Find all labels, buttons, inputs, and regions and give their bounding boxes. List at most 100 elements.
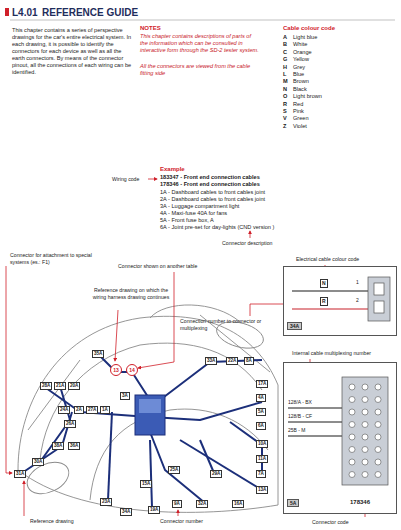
- wiring-code: 183347 - Front end connection cables: [160, 174, 260, 181]
- colour-name: Light blue: [293, 34, 317, 41]
- colour-name: Brown: [293, 78, 309, 85]
- colour-name: Orange: [293, 49, 312, 56]
- callout-number: 9A: [172, 500, 182, 508]
- annotation: Connector number: [160, 518, 203, 525]
- example-heading: Example: [160, 166, 185, 174]
- wire-colour: R: [320, 297, 328, 306]
- annotation: Connector for attachment to special syst…: [10, 252, 110, 265]
- colour-name: Violet: [293, 123, 307, 130]
- colour-name: Black: [293, 86, 307, 93]
- colour-letter: M: [283, 78, 288, 85]
- colour-letter: V: [283, 115, 287, 122]
- wire-colour: N: [320, 279, 328, 288]
- wiring-code: 178346 - Front end connection cables: [160, 181, 260, 188]
- colour-letter: N: [283, 86, 287, 93]
- colour-letter: H: [283, 64, 287, 71]
- callout-number: 8A: [244, 357, 254, 365]
- pin-number: 2: [356, 297, 359, 303]
- annotation: Connector code: [312, 519, 349, 526]
- colour-letter: O: [283, 93, 287, 100]
- colour-name: Red: [293, 101, 303, 108]
- colour-name: White: [293, 41, 307, 48]
- annotation: Connection number to connector or multip…: [180, 318, 280, 331]
- colour-name: Light brown: [293, 93, 322, 100]
- connector-description: 6A - Joint pre-set for day-lights (CND v…: [160, 224, 274, 231]
- annotation: Wiring code: [112, 176, 139, 183]
- callout-number: 7A: [256, 470, 266, 478]
- colour-letter: Z: [283, 123, 286, 130]
- colour-letter: C: [283, 49, 287, 56]
- annotation: Reference drawing on which the wiring ha…: [90, 287, 172, 300]
- wiring-harness: [22, 354, 262, 508]
- callout-number: 32A: [196, 500, 208, 508]
- colour-name: Yellow: [293, 56, 309, 63]
- callout-number: 33A: [205, 357, 217, 365]
- colour-letter: B: [283, 41, 287, 48]
- reference-circle: 13: [110, 364, 122, 376]
- callout-number: 28A: [40, 382, 52, 390]
- callout-number: 15A: [140, 480, 152, 488]
- connector-description: 3A - Luggage compartment light: [160, 203, 239, 210]
- callout-number: 3A: [120, 392, 130, 400]
- callout-number: 13A: [256, 486, 268, 494]
- reference-circle: 14: [126, 364, 138, 376]
- note-text: All the connectors are viewed from the c…: [140, 63, 260, 77]
- header-rule: [10, 20, 395, 21]
- annotation: Connector description: [222, 240, 272, 247]
- callout-number: 20A: [68, 382, 80, 390]
- reference-tag: 5A: [287, 499, 299, 507]
- colour-letter: A: [283, 34, 287, 41]
- callout-number: 1A: [100, 406, 110, 414]
- callout-number: 4A: [256, 394, 266, 402]
- colour-name: Blue: [293, 71, 304, 78]
- callout-number: 22A: [226, 357, 238, 365]
- connector-description: 2A - Dashboard cables to front cables jo…: [160, 196, 265, 203]
- callout-number: 27A: [86, 406, 98, 414]
- connector-description: 4A - Maxi-fuse 40A for fans: [160, 210, 227, 217]
- callout-number: 38A: [52, 442, 64, 450]
- colour-name: Grey: [293, 64, 305, 71]
- notes-heading: NOTES: [140, 25, 161, 33]
- intro-text: This chapter contains a series of perspe…: [12, 27, 132, 76]
- callout-number: 30A: [32, 458, 44, 466]
- fuse-box-cover: [139, 399, 161, 413]
- callout-number: 23A: [100, 498, 112, 506]
- callout-number: 35A: [92, 350, 104, 358]
- callout-number: 6A: [256, 422, 266, 430]
- pin-number: 1: [356, 279, 359, 285]
- header-mark: [5, 8, 9, 16]
- callout-number: 36A: [68, 442, 80, 450]
- multiplex-code: 128/B - CF: [288, 413, 312, 419]
- note-text: This chapter contains descriptions of pa…: [140, 33, 260, 54]
- callout-number: 31A: [14, 470, 26, 478]
- connector-panel: N1R234A: [283, 266, 397, 336]
- annotation: Reference drawing: [30, 518, 74, 525]
- callout-number: 21A: [54, 382, 66, 390]
- car-outline: [18, 305, 278, 512]
- page-title: REFERENCE GUIDE: [42, 7, 138, 20]
- callout-number: 16A: [232, 500, 244, 508]
- callout-number: 34A: [120, 508, 132, 516]
- connector-description: 1A - Dashboard cables to front cables jo…: [160, 189, 265, 196]
- section-number: L4.01: [12, 7, 38, 20]
- annotation: Electrical cable colour code: [296, 256, 359, 263]
- callout-number: 19A: [148, 506, 160, 514]
- connector-panel: 128/A - BX128/B - CF25B - M5A178346: [283, 362, 397, 514]
- colour-letter: G: [283, 56, 287, 63]
- connector-code: 178346: [350, 499, 370, 507]
- colour-name: Pink: [293, 108, 304, 115]
- colour-letter: R: [283, 101, 287, 108]
- callout-number: 2A: [74, 406, 84, 414]
- callout-number: 17A: [256, 380, 268, 388]
- colour-code-heading: Cable colour code: [283, 25, 335, 33]
- callout-number: 10A: [256, 440, 268, 448]
- callout-number: 26A: [64, 420, 76, 428]
- colour-letter: L: [283, 71, 286, 78]
- multiplex-code: 25B - M: [288, 427, 306, 433]
- connector-drawing: [284, 363, 396, 513]
- annotation: Connector shown on another table: [118, 263, 197, 270]
- callout-number: 25A: [168, 466, 180, 474]
- callout-number: 5A: [256, 408, 266, 416]
- callout-number: 24A: [58, 406, 70, 414]
